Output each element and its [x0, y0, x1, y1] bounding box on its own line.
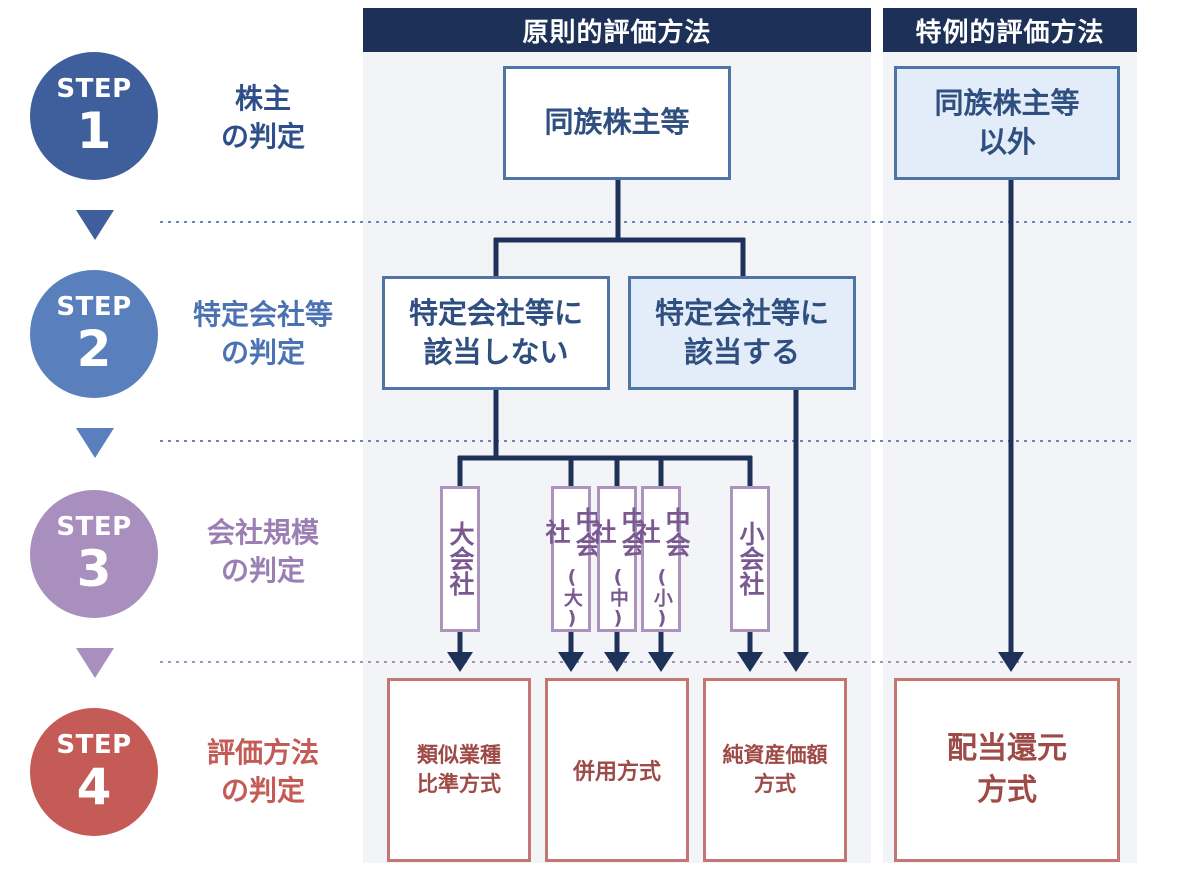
down-triangle-icon: [76, 428, 114, 458]
family-shareholder-box: 同族株主等: [503, 66, 731, 180]
net-asset-method-box: 純資産価額 方式: [703, 678, 847, 862]
arrow-head: [447, 652, 473, 672]
step2-circle: STEP 2: [30, 270, 158, 398]
step1-number: 1: [76, 102, 112, 160]
specific-company-box: 特定会社等に 該当する: [628, 276, 856, 390]
arrow-head: [648, 652, 674, 672]
step3-label: 会社規模 の判定: [206, 516, 319, 587]
small-company-box: 小会社: [730, 486, 770, 632]
dividend-method-box: 配当還元 方式: [894, 678, 1120, 862]
step3-circle: STEP 3: [30, 490, 158, 618]
step1-circle: STEP 1: [30, 52, 158, 180]
arrow-head: [998, 652, 1024, 672]
medium-small-company-box: 中会社 (小): [632, 486, 691, 632]
arrow-head: [783, 652, 809, 672]
step2-number: 2: [76, 320, 112, 378]
non-family-shareholder-box: 同族株主等 以外: [894, 66, 1120, 180]
step4-label: 評価方法 の判定: [206, 736, 319, 807]
combined-method-box: 併用方式: [545, 678, 689, 862]
step4-number: 4: [76, 758, 112, 816]
medium-large-company-box: 中会社 (大): [542, 486, 601, 632]
arrow-head: [558, 652, 584, 672]
principle-header: 原則的評価方法: [363, 8, 871, 52]
not-specific-company-box: 特定会社等に 該当しない: [382, 276, 610, 390]
step4-text: STEP: [56, 730, 132, 760]
step1-label: 株主 の判定: [220, 82, 305, 153]
arrow-head: [737, 652, 763, 672]
step2-text: STEP: [56, 292, 132, 322]
arrow-head: [604, 652, 630, 672]
similar-industry-method-box: 類似業種 比準方式: [387, 678, 531, 862]
large-company-box: 大会社: [440, 486, 480, 632]
down-triangle-icon: [76, 210, 114, 240]
down-triangle-icon: [76, 648, 114, 678]
step3-text: STEP: [56, 512, 132, 542]
step4-circle: STEP 4: [30, 708, 158, 836]
step2-label: 特定会社等 の判定: [192, 298, 333, 369]
step1-text: STEP: [56, 74, 132, 104]
step3-number: 3: [76, 540, 112, 598]
special-header: 特例的評価方法: [883, 8, 1137, 52]
